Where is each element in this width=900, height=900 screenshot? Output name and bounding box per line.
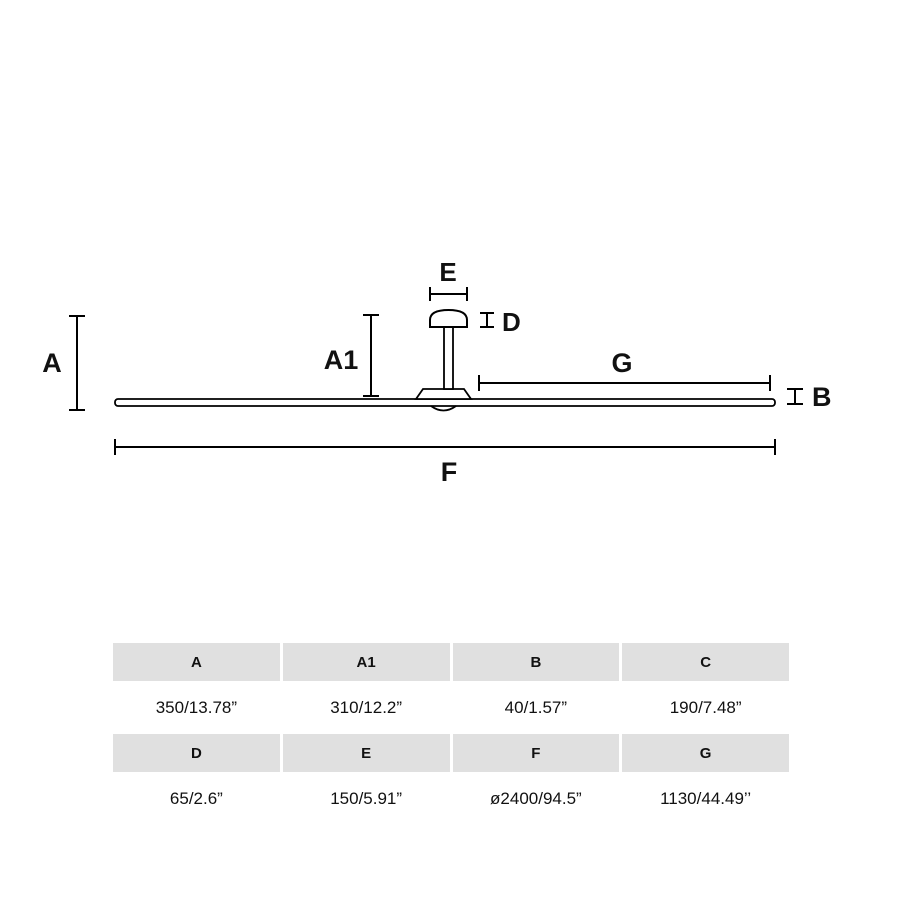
table-value-row-2: 65/2.6” 150/5.91” ø2400/94.5” 1130/44.49… (113, 772, 789, 825)
value-cell-a1: 310/12.2” (282, 681, 450, 734)
dimension-g (478, 375, 771, 391)
value-cell-g: 1130/44.49’’ (622, 772, 789, 825)
fan-dimension-diagram: E D A A1 G (42, 257, 832, 487)
dim-g-label: G (611, 348, 632, 378)
table-value-row-1: 350/13.78” 310/12.2” 40/1.57” 190/7.48” (113, 681, 789, 734)
dim-f-label: F (441, 457, 458, 487)
dimension-a1 (363, 314, 379, 397)
header-cell-a: A (113, 643, 280, 681)
header-cell-d: D (113, 734, 280, 772)
dimension-d (480, 312, 494, 328)
value-cell-b: 40/1.57” (452, 681, 620, 734)
fan-illustration (114, 308, 776, 412)
table-header-row-1: A A1 B C (113, 643, 789, 681)
table-header-row-2: D E F G (113, 734, 789, 772)
dimension-f (114, 439, 776, 455)
fan-downrod (443, 326, 454, 390)
dimensions-table-section: A A1 B C 350/13.78” 310/12.2” 40/1.57” 1… (110, 643, 792, 825)
value-cell-d: 65/2.6” (113, 772, 280, 825)
value-cell-e: 150/5.91” (282, 772, 450, 825)
fan-ceiling-canopy (429, 308, 468, 328)
header-cell-a1: A1 (282, 643, 450, 681)
header-cell-b: B (452, 643, 620, 681)
dim-b-label: B (812, 382, 832, 412)
value-cell-a: 350/13.78” (113, 681, 280, 734)
header-cell-g: G (622, 734, 789, 772)
value-cell-c: 190/7.48” (622, 681, 789, 734)
fan-blade (114, 398, 776, 407)
value-cell-f: ø2400/94.5” (452, 772, 620, 825)
header-cell-c: C (622, 643, 789, 681)
fan-motor-bottom-cap (430, 405, 457, 412)
header-cell-f: F (452, 734, 620, 772)
dimension-b (787, 388, 803, 405)
header-cell-e: E (282, 734, 450, 772)
dim-e-label: E (439, 257, 456, 287)
dimensions-table: A A1 B C 350/13.78” 310/12.2” 40/1.57” 1… (110, 643, 792, 825)
dimension-a (69, 315, 85, 411)
dim-a1-label: A1 (324, 345, 359, 375)
dim-d-label: D (502, 307, 521, 337)
dim-a-label: A (42, 348, 62, 378)
dimension-e (429, 287, 468, 301)
fan-motor-housing (414, 388, 473, 400)
